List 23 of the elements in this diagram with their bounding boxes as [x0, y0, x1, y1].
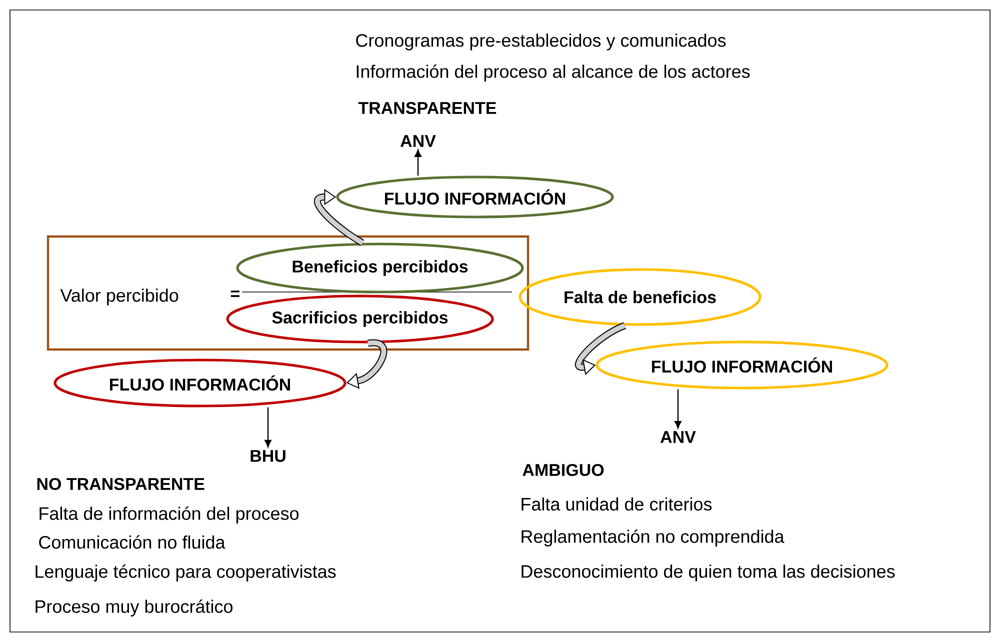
note-text: Proceso muy burocrático [36, 600, 232, 616]
ellipse-node: FLUJO INFORMACIÓN [336, 176, 614, 218]
arrow [414, 150, 422, 176]
note-text: Comunicación no fluida [39, 535, 226, 549]
note-text: Falta de información del proceso [40, 506, 299, 524]
ellipse-node: Falta de beneficios [518, 268, 762, 326]
note-text: Información del proceso al alcance de los actores [356, 64, 750, 82]
node-label: ANV [400, 135, 436, 147]
note-text: Reglamentación no comprendida [522, 530, 784, 546]
arrow [314, 188, 364, 246]
note-text: Cronogramas pre-establecidos y comunicados [356, 34, 726, 50]
ellipse-node: FLUJO INFORMACIÓN [54, 358, 346, 408]
heading-label: NO TRANSPARENTE [37, 478, 204, 490]
node-label: BHU [250, 450, 286, 462]
heading-label: TRANSPARENTE [358, 102, 496, 114]
ellipse-node: FLUJO INFORMACIÓN [596, 340, 888, 390]
node-label: ANV [660, 431, 696, 443]
note-text: Desconocimiento de quien toma las decisiones [522, 564, 895, 582]
arrow [674, 389, 682, 428]
heading-label: AMBIGUO [522, 464, 604, 476]
arrow [264, 407, 272, 448]
note-text: Lenguaje técnico para cooperativistas [36, 564, 336, 582]
note-text: Falta unidad de criterios [522, 497, 712, 511]
